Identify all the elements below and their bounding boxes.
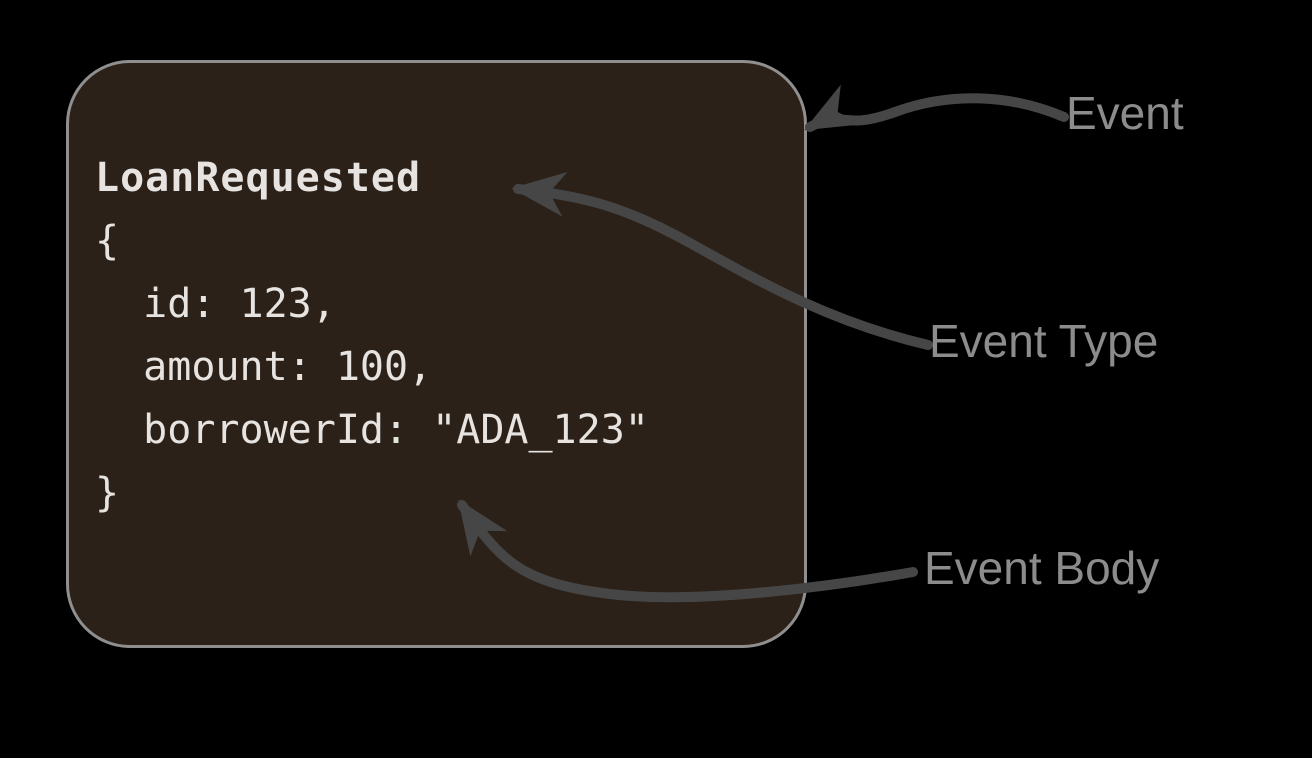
event-body-label: Event Body bbox=[924, 542, 1160, 594]
event-arrow bbox=[804, 84, 1069, 132]
event-card: LoanRequested { id: 123, amount: 100, bo… bbox=[66, 60, 807, 648]
event-label: Event bbox=[1066, 87, 1184, 139]
event-type-text: LoanRequested bbox=[95, 155, 422, 201]
event-body-line: borrowerId: "ADA_123" bbox=[95, 407, 649, 453]
event-body-line: } bbox=[95, 470, 120, 516]
event-body-line: { bbox=[95, 218, 120, 264]
event-type-label: Event Type bbox=[929, 315, 1159, 367]
event-body-line: amount: 100, bbox=[95, 344, 433, 390]
event-body-line: id: 123, bbox=[95, 281, 336, 327]
